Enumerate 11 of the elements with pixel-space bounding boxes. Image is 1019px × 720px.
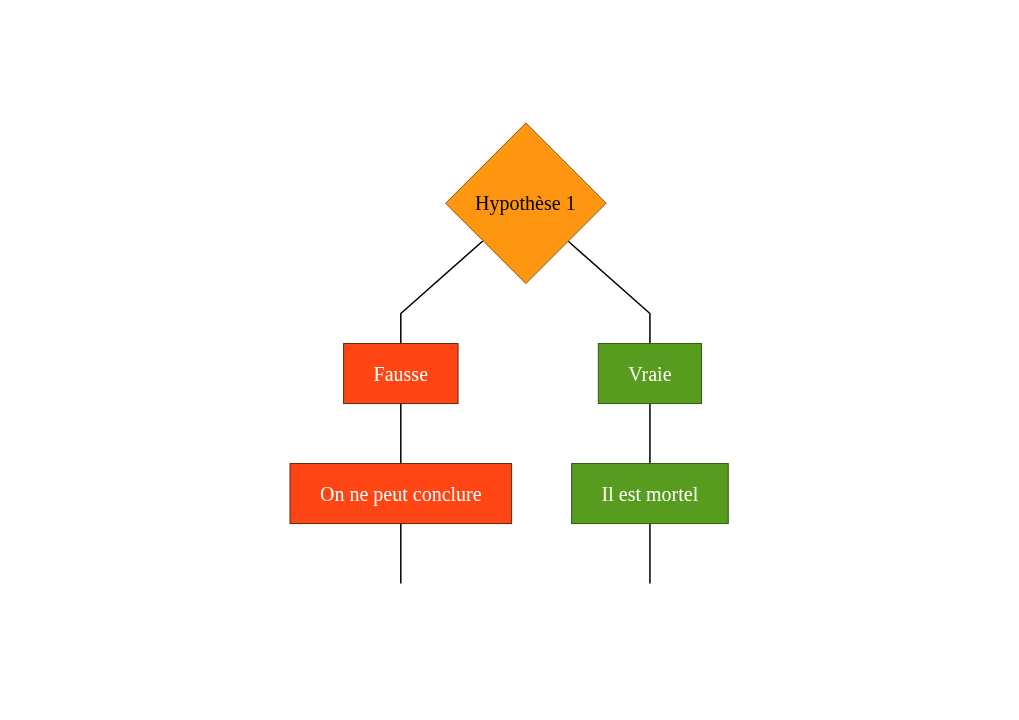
connector — [400, 522, 402, 584]
node-box: Vraie — [598, 342, 703, 404]
connector — [649, 522, 652, 584]
node-box: Il est mortel — [571, 462, 730, 524]
connector — [400, 239, 484, 344]
connector — [400, 402, 402, 464]
node-diamond: Hypothèse 1 — [445, 122, 607, 284]
connector — [649, 402, 652, 464]
connector — [567, 239, 652, 344]
node-box: On ne peut conclure — [289, 462, 513, 524]
node-box: Fausse — [343, 342, 459, 404]
